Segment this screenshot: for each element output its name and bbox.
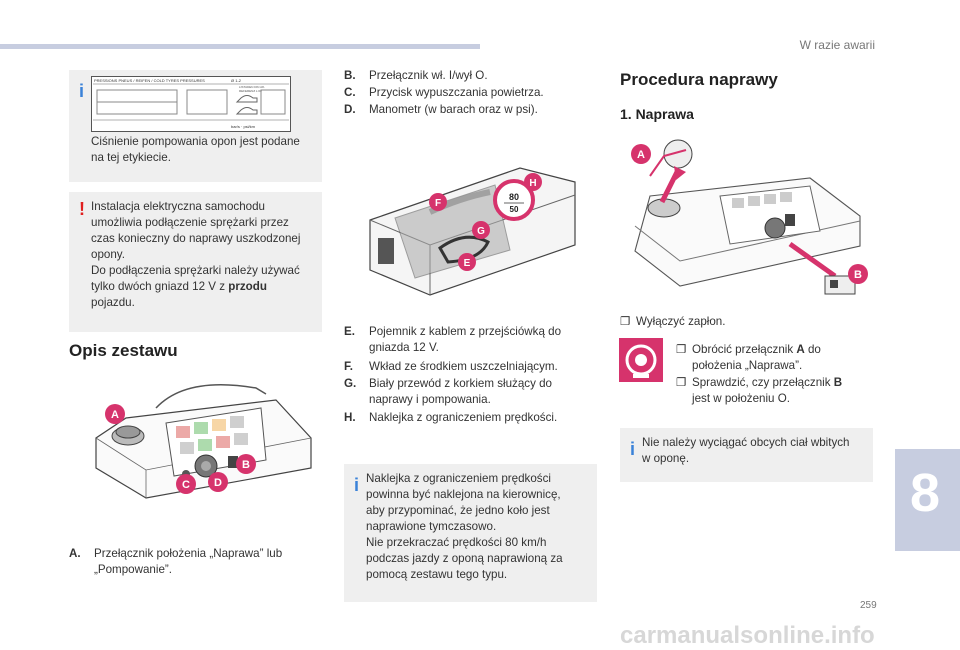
- kit-item-text: Przycisk wypuszczania powietrza.: [369, 86, 544, 99]
- warning-line-prefix: tylko dwóch gniazd 12 V z: [91, 280, 229, 293]
- label-line-2: Ø 1-2: [231, 78, 242, 83]
- pressure-label-text: Ciśnienie pompowania opon jest podane na…: [91, 135, 300, 164]
- figure-label-e: E: [464, 258, 471, 269]
- kit-item-key: E.: [344, 325, 355, 338]
- kit-item-text: Naklejka z ograniczeniem prędkości.: [369, 411, 558, 424]
- label-line-1: PRESSIONS PNEUS / REIFEN / COLD TYRES PR…: [94, 78, 205, 83]
- chapter-tab: [895, 449, 960, 551]
- warning-line: tylko dwóch gniazd 12 V z przodu: [91, 279, 317, 295]
- label-line-4: REFERENZ L:ID: [239, 89, 262, 93]
- checkbox-icon: ❐: [676, 376, 687, 389]
- info-icon: i: [630, 439, 636, 459]
- warning-emphasis: przodu: [228, 280, 267, 293]
- watermark: carmanualsonline.info: [620, 622, 875, 649]
- warning-text: Instalacja elektryczna samochodu umożliw…: [91, 199, 317, 311]
- section-title-repair: Procedura naprawy: [620, 70, 778, 89]
- warning-line: umożliwia podłączenie sprężarki przez: [91, 216, 289, 229]
- kit-item-text: Przełącznik położenia „Naprawa” lub„Pomp…: [94, 547, 283, 576]
- kit-item-text: Wkład ze środkiem uszczelniającym.: [369, 360, 558, 373]
- checkbox-icon: ❐: [620, 315, 631, 328]
- warning-line: pojazdu.: [91, 296, 135, 309]
- tyre-pressure-label-image: PRESSIONS PNEUS / REIFEN / COLD TYRES PR…: [91, 76, 291, 132]
- subsection-title-repair: 1. Naprawa: [620, 106, 694, 122]
- figure-label-b: B: [242, 459, 250, 471]
- label-bottom-units: bar/s · psi/km: [231, 124, 256, 129]
- repair-mode-icon: [619, 338, 663, 382]
- section-header: W razie awarii: [799, 38, 875, 52]
- kit-item-text: Manometr (w barach oraz w psi).: [369, 103, 538, 116]
- warning-icon: !: [79, 199, 85, 219]
- section-title-kit: Opis zestawu: [69, 341, 178, 360]
- kit-item-key: H.: [344, 411, 356, 424]
- kit-item-text: Przełącznik wł. I/wył O.: [369, 69, 488, 82]
- kit-bottom-figure: 80 50 H F G E: [369, 167, 576, 296]
- info-icon: i: [354, 475, 360, 495]
- repair-label-a: A: [637, 149, 645, 161]
- warning-line: Do podłączenia sprężarki należy używać: [91, 264, 300, 277]
- top-accent-bar: [0, 44, 480, 49]
- info-icon: i: [79, 81, 85, 101]
- kit-item-key: D.: [344, 103, 356, 116]
- figure-label-f: F: [435, 198, 441, 209]
- repair-label-b: B: [854, 269, 862, 281]
- figure-label-h: H: [529, 178, 536, 189]
- figure-label-g: G: [477, 226, 485, 237]
- figure-label-a: A: [111, 409, 119, 421]
- kit-item-key: B.: [344, 69, 356, 82]
- figure-label-c: C: [182, 479, 190, 491]
- info-box-pressure-label: i PRESSIONS PNEUS / REIFEN / COLD TYRES …: [69, 70, 322, 182]
- kit-item-key: F.: [344, 360, 354, 373]
- speed-limit-top: 80: [509, 192, 519, 202]
- speed-limit-bottom: 50: [510, 205, 519, 214]
- page-number: 259: [860, 600, 877, 611]
- kit-item-key: G.: [344, 377, 357, 390]
- warning-box-electrical: ! Instalacja elektryczna samochodu umożl…: [69, 192, 322, 332]
- info-box-speed-limit: i Naklejka z ograniczeniem prędkości pow…: [344, 464, 597, 602]
- chapter-number: 8: [909, 463, 941, 523]
- speed-info-text: Naklejka z ograniczeniem prędkości powin…: [366, 472, 563, 581]
- warning-line: czas konieczny do naprawy uszkodzonej: [91, 232, 301, 245]
- checkbox-icon: ❐: [676, 343, 687, 356]
- figure-label-d: D: [214, 477, 222, 489]
- warning-line: Instalacja elektryczna samochodu: [91, 200, 265, 213]
- step-text: Wyłączyć zapłon.: [636, 315, 726, 328]
- repair-figure: A B: [631, 139, 868, 295]
- kit-item-key: C.: [344, 86, 356, 99]
- foreign-info-text: Nie należy wyciągać obcych ciał wbitych …: [642, 436, 850, 465]
- label-line-3: LISTADEN DIN A8-: [239, 85, 265, 89]
- warning-line: opony.: [91, 248, 125, 261]
- kit-top-figure: A B C D: [95, 383, 312, 499]
- info-box-foreign-bodies: i Nie należy wyciągać obcych ciał wbityc…: [620, 428, 873, 482]
- kit-item-key: A.: [69, 547, 81, 560]
